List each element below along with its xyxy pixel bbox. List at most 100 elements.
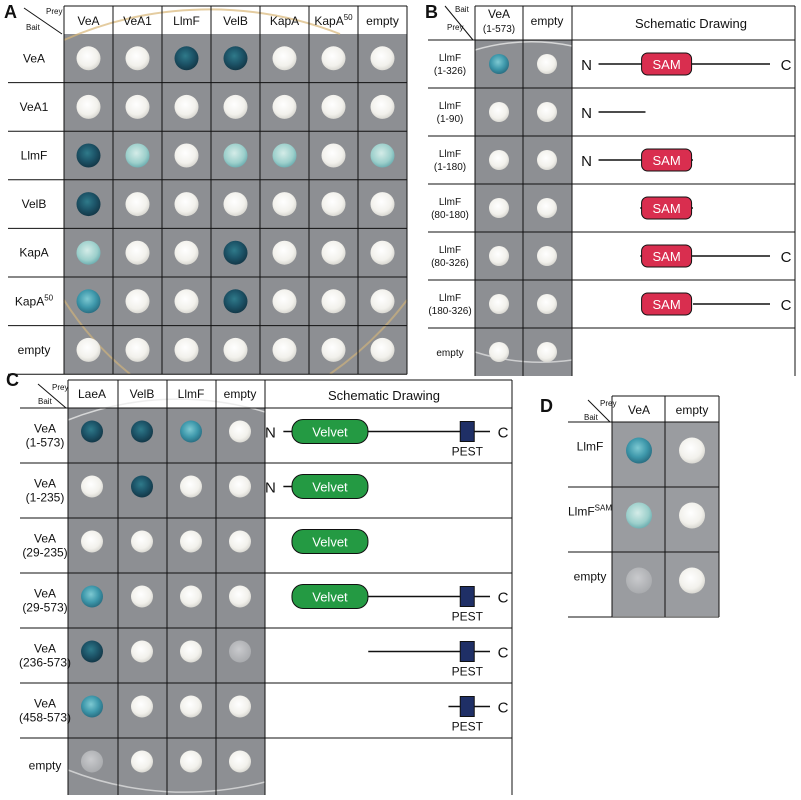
panel-c-bait-0: VeA [34, 422, 56, 436]
panel-b-n-terminus: N [581, 153, 592, 170]
panel-c-c-terminus: C [498, 700, 509, 717]
panel-b-spot [537, 150, 557, 170]
panel-a-prey-6-base: empty [366, 14, 399, 28]
panel-c-spot [229, 475, 251, 498]
panel-c-pest-label: PEST [452, 445, 484, 459]
panel-a-spot [272, 46, 297, 71]
panel-c-corner-diagonal [37, 383, 67, 409]
panel-b: B Bait Prey Schematic Drawing VeA(1-573)… [425, 2, 796, 376]
panel-a-spot [321, 337, 346, 362]
panel-d-bait-1-base: LlmF [568, 505, 595, 519]
panel-a-spot [272, 94, 297, 119]
panel-a-plate-rim [329, 299, 408, 375]
panel-b-c-terminus: C [781, 297, 792, 314]
panel-c-spot [229, 640, 251, 663]
panel-a-prey-4: KapA [270, 14, 299, 28]
panel-a-bait-5-base: KapA [15, 294, 44, 308]
panel-a-spot [76, 240, 101, 265]
panel-a-spot [125, 94, 150, 119]
panel-c-spot [229, 420, 251, 443]
panel-d-bait-2-base: empty [574, 570, 607, 584]
panel-b-spot [489, 150, 509, 170]
panel-a-bait-2-base: LlmF [21, 149, 48, 163]
panel-b-bait-3-range: (80-180) [431, 210, 469, 221]
panel-a-spot [272, 337, 297, 362]
panel-c-spot [81, 750, 103, 773]
panel-b-bait-4-range: (80-326) [431, 258, 469, 269]
panel-d-bait-0: LlmF [577, 440, 604, 454]
panel-c-spot [131, 475, 153, 498]
panel-c-spots [81, 420, 251, 773]
panel-a-spot [223, 94, 248, 119]
panel-c-bait-3-range: (29-573) [22, 601, 67, 615]
panel-d-corner-diagonal [587, 399, 611, 423]
panel-b-prey-headers: VeA(1-573)empty [483, 7, 563, 35]
panel-c-spot [229, 695, 251, 718]
panel-a-bait-0-base: VeA [23, 51, 45, 65]
panel-b-sam-label: SAM [653, 57, 681, 72]
panel-a-spot [76, 94, 101, 119]
panel-d-spot [626, 502, 652, 529]
panel-a-prey-5: KapA50 [314, 13, 353, 28]
panel-b-bait-0: LlmF [439, 53, 461, 64]
panel-a-bait-1-base: VeA1 [20, 100, 49, 114]
panel-c-spot [81, 530, 103, 553]
panel-c-velvet-domain [291, 474, 369, 499]
panel-a-prey-1-base: VeA1 [123, 14, 152, 28]
panel-c-bait-1: VeA [34, 477, 56, 491]
panel-b-sam-domain [641, 292, 693, 316]
panel-b-spot [537, 54, 557, 74]
panel-c-bait-0-range: (1-573) [26, 436, 65, 450]
panel-b-corner-diagonal [444, 5, 474, 41]
panel-c-spot [131, 695, 153, 718]
panel-c-corner-prey: Prey [52, 383, 68, 392]
panel-a-spot [272, 192, 297, 217]
panel-c-velvet-label: Velvet [312, 590, 348, 605]
panel-d-bait-2: empty [574, 570, 607, 584]
panel-b-c-terminus: C [781, 249, 792, 266]
panel-a-grid [8, 5, 408, 375]
panel-c-pest-domain [459, 421, 475, 442]
panel-c-pest-label: PEST [452, 665, 484, 679]
panel-a-spot [76, 337, 101, 362]
panel-a-spot [174, 94, 199, 119]
panel-a-prey-4-base: KapA [270, 14, 299, 28]
panel-c-c-terminus: C [498, 645, 509, 662]
panel-a-spot [174, 143, 199, 168]
panel-a-bait-1: VeA1 [20, 100, 49, 114]
panel-b-spot [489, 294, 509, 314]
panel-c-pest-domain [459, 641, 475, 662]
panel-a-spot [223, 143, 248, 168]
panel-d-grid [568, 395, 720, 618]
panel-c-prey-1: VelB [130, 387, 155, 401]
panel-a-spot [125, 240, 150, 265]
panel-a-label: A [4, 2, 17, 22]
panel-b-sam-label: SAM [653, 249, 681, 264]
panel-c-prey-3: empty [224, 387, 257, 401]
panel-a-plate-rim [63, 8, 341, 41]
panel-c-bait-2-range: (29-235) [22, 546, 67, 560]
panel-b-corner-bait: Bait [455, 5, 470, 14]
panel-c-schematic-title: Schematic Drawing [328, 388, 440, 403]
panel-b-prey-0: VeA [488, 7, 510, 21]
panel-b-sam-domain [641, 244, 693, 268]
panel-a-corner-prey: Prey [46, 7, 62, 16]
panel-a-spot [174, 240, 199, 265]
panel-c-spot [180, 475, 202, 498]
panel-c-spot [131, 585, 153, 608]
panel-b-schematic-title: Schematic Drawing [635, 16, 747, 31]
panel-d-label: D [540, 396, 553, 416]
panel-b-prey-1: empty [531, 14, 564, 28]
panel-b-corner-prey: Prey [447, 23, 463, 32]
panel-c-c-terminus: C [498, 590, 509, 607]
panel-d-corner-prey: Prey [600, 399, 616, 408]
panel-a-spot [321, 192, 346, 217]
panel-d-bait-0-base: LlmF [577, 440, 604, 454]
panel-a-bait-6: empty [18, 343, 51, 357]
panel-a-prey-0-base: VeA [77, 14, 99, 28]
panel-b-n-terminus: N [581, 57, 592, 74]
